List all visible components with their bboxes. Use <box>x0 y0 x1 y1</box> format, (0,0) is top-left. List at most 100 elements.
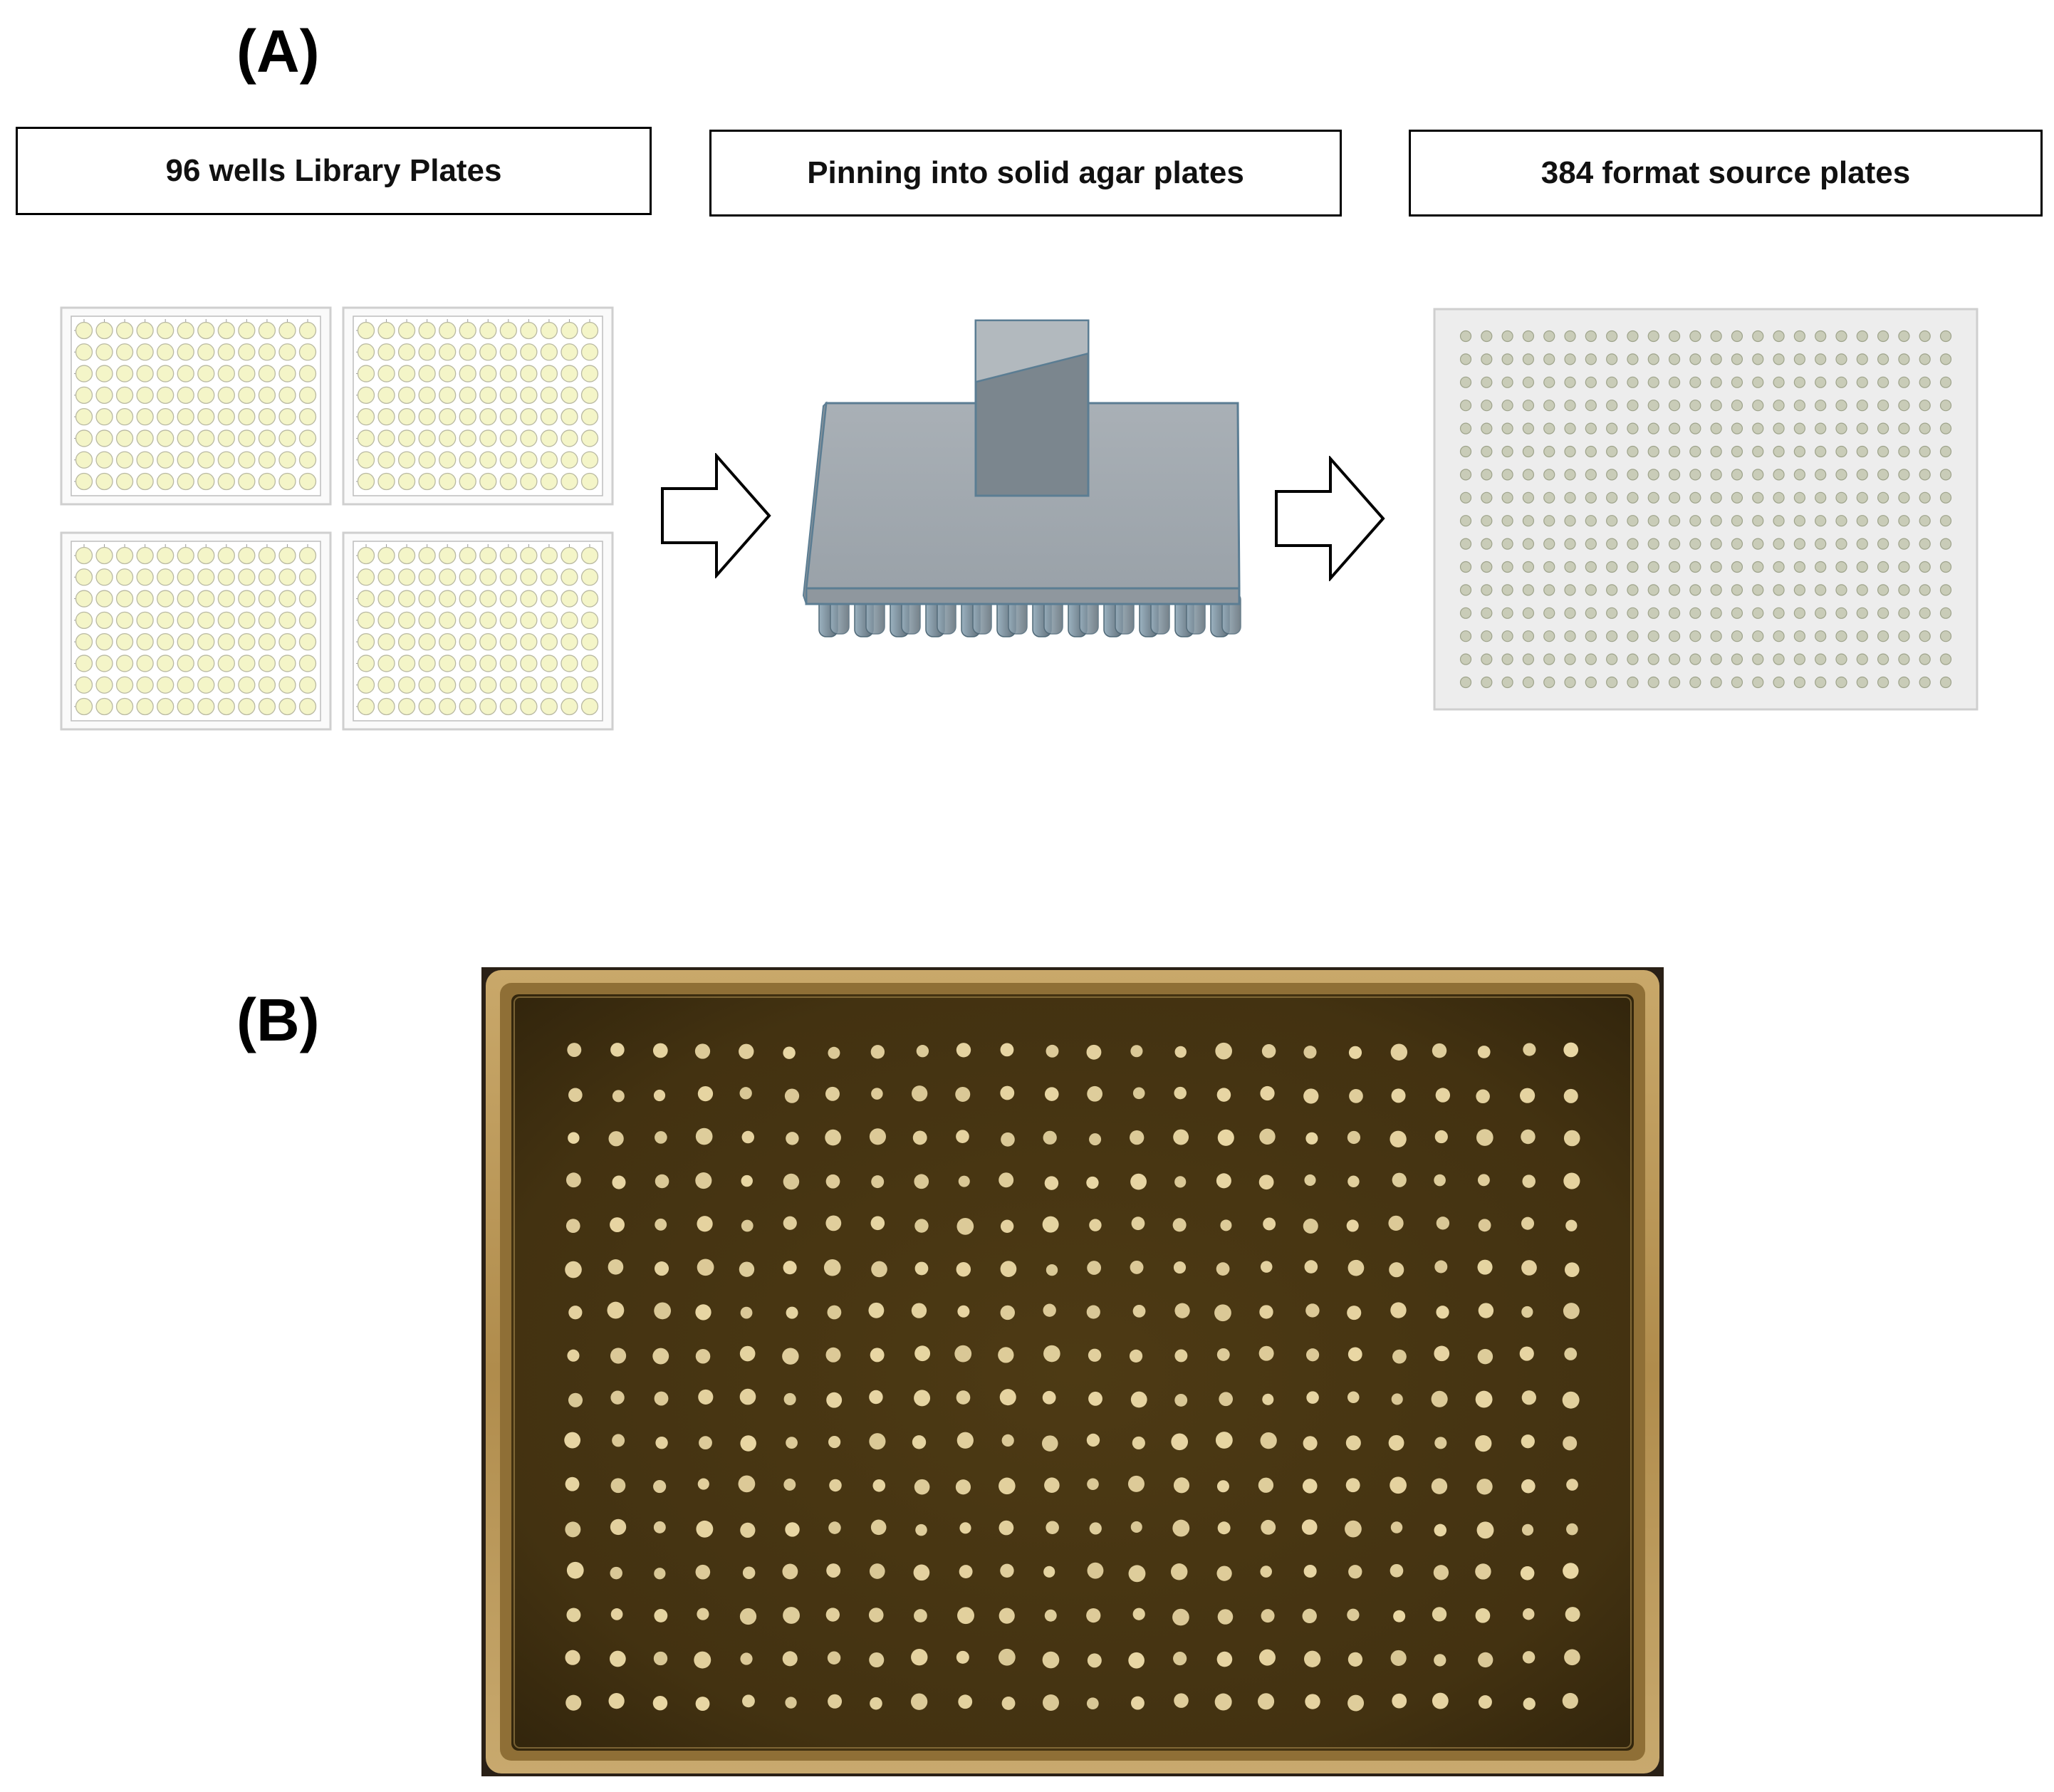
plate-well <box>115 568 134 586</box>
colony <box>914 1479 930 1495</box>
plate-well <box>561 472 578 491</box>
plate-well <box>1481 491 1493 504</box>
plate-well <box>1835 561 1847 573</box>
plate-well <box>1606 469 1618 481</box>
plate-well <box>1815 445 1827 458</box>
plate-well <box>1898 400 1910 412</box>
colony <box>1563 1130 1580 1147</box>
colony <box>1044 1477 1060 1494</box>
plate-well <box>479 546 497 565</box>
plate-well <box>298 343 317 361</box>
library-plate-96 <box>60 306 332 506</box>
plate-well <box>1606 491 1618 504</box>
plate-well <box>1543 422 1555 434</box>
plate-well <box>1459 561 1472 573</box>
plate-well <box>479 697 497 716</box>
plate-well <box>1815 515 1827 527</box>
plate-well <box>1939 491 1952 504</box>
plate-well <box>1668 445 1681 458</box>
plate-well <box>439 472 457 491</box>
plate-well <box>540 365 558 382</box>
plate-well <box>95 407 113 426</box>
plate-well <box>1773 491 1785 504</box>
plate-well <box>1459 584 1472 596</box>
plate-well <box>1501 400 1513 412</box>
colony <box>652 1043 668 1058</box>
plate-well <box>377 697 395 716</box>
plate-well <box>1752 469 1764 481</box>
plate-well <box>1543 561 1555 573</box>
colony <box>1522 1651 1536 1664</box>
plate-well <box>1564 353 1576 365</box>
colony <box>913 1564 930 1581</box>
colony <box>697 1085 714 1102</box>
plate-well <box>1606 422 1618 434</box>
colony <box>697 1259 714 1276</box>
plate-well <box>238 632 256 651</box>
colony <box>1477 1259 1493 1275</box>
plate-well <box>561 590 578 608</box>
plate-inner <box>71 541 321 722</box>
plate-well <box>238 676 256 694</box>
colony <box>1174 1086 1187 1100</box>
plate-well <box>115 472 134 491</box>
plate-well <box>1773 422 1785 434</box>
plate-well <box>1585 422 1597 434</box>
colony <box>1391 1393 1403 1405</box>
plate-well <box>1856 676 1868 689</box>
colony <box>999 1389 1016 1406</box>
plate-well <box>278 676 296 694</box>
plate-well <box>1481 515 1493 527</box>
plate-well <box>1877 376 1889 388</box>
plate-well <box>1710 515 1722 527</box>
colony <box>697 1478 709 1490</box>
plate-well <box>177 365 194 382</box>
plate-well <box>217 546 235 565</box>
colony <box>565 1694 582 1711</box>
colony <box>1523 1697 1536 1710</box>
plate-well <box>357 472 375 491</box>
plate-well <box>439 386 457 405</box>
plate-well <box>1793 353 1805 365</box>
plate-well <box>1689 653 1701 665</box>
colony <box>610 1608 623 1620</box>
plate-well <box>1564 330 1576 343</box>
plate-well <box>1793 584 1805 596</box>
plate-well <box>1564 584 1576 596</box>
plate-well <box>520 632 538 651</box>
plate-well <box>278 546 296 565</box>
colony <box>1347 1347 1362 1362</box>
colony <box>871 1175 885 1189</box>
plate-well <box>136 451 154 469</box>
plate-well <box>298 590 317 608</box>
plate-well <box>1856 330 1868 343</box>
plate-well <box>1585 653 1597 665</box>
plate-well <box>1543 330 1555 343</box>
colony <box>1130 1521 1142 1533</box>
plate-well <box>1564 469 1576 481</box>
colony <box>610 1478 626 1494</box>
plate-well <box>357 386 375 405</box>
plate-well <box>278 407 296 426</box>
plate-well <box>561 407 578 426</box>
plate-well <box>258 697 276 716</box>
colony <box>741 1174 753 1187</box>
colony <box>1345 1478 1360 1493</box>
plate-well <box>217 568 235 586</box>
plate-well <box>1773 330 1785 343</box>
colony <box>1000 1305 1015 1320</box>
plate-well <box>1459 538 1472 550</box>
plate-well <box>397 697 416 716</box>
plate-well <box>238 697 256 716</box>
plate-well <box>75 611 93 630</box>
colony <box>1348 1046 1362 1059</box>
plate-well <box>1501 445 1513 458</box>
plate-well <box>397 655 416 672</box>
plate-well <box>1710 653 1722 665</box>
colony <box>1000 1261 1017 1277</box>
colony <box>565 1172 581 1188</box>
plate-well <box>75 697 93 716</box>
colony <box>786 1132 799 1145</box>
plate-well <box>1522 376 1535 388</box>
plate-well <box>157 407 174 426</box>
